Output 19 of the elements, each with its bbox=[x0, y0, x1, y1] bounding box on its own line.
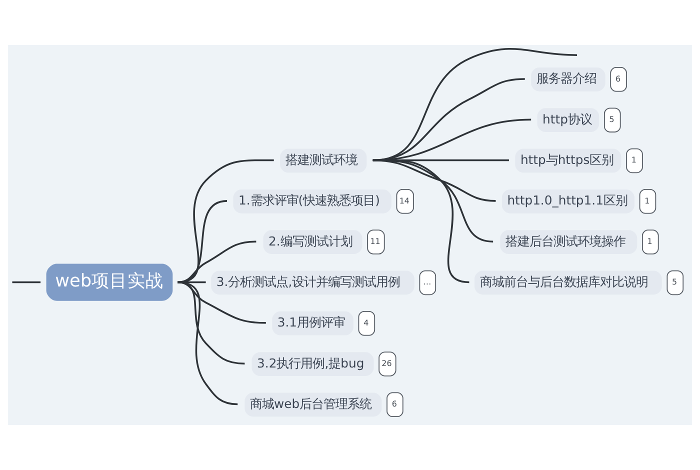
node-label: … bbox=[423, 278, 432, 287]
node-box: web项目实战 bbox=[46, 264, 173, 301]
node-label: 5 bbox=[609, 115, 614, 124]
node-label: 1 bbox=[647, 236, 652, 246]
connector bbox=[177, 240, 256, 284]
node-label: 1 bbox=[644, 196, 650, 206]
node-label: 4 bbox=[364, 318, 369, 328]
node-label: 6 bbox=[392, 400, 397, 409]
node-label: 14 bbox=[399, 196, 410, 206]
connector bbox=[372, 159, 470, 284]
node-label: 6 bbox=[615, 74, 621, 84]
connector bbox=[177, 159, 274, 284]
node-label: 26 bbox=[382, 358, 392, 368]
connector bbox=[177, 281, 266, 324]
node-label: 11 bbox=[370, 236, 380, 246]
connector bbox=[12, 281, 41, 284]
connector bbox=[177, 281, 238, 406]
node-label: 1 bbox=[631, 156, 636, 165]
node-label: 5 bbox=[672, 278, 678, 287]
